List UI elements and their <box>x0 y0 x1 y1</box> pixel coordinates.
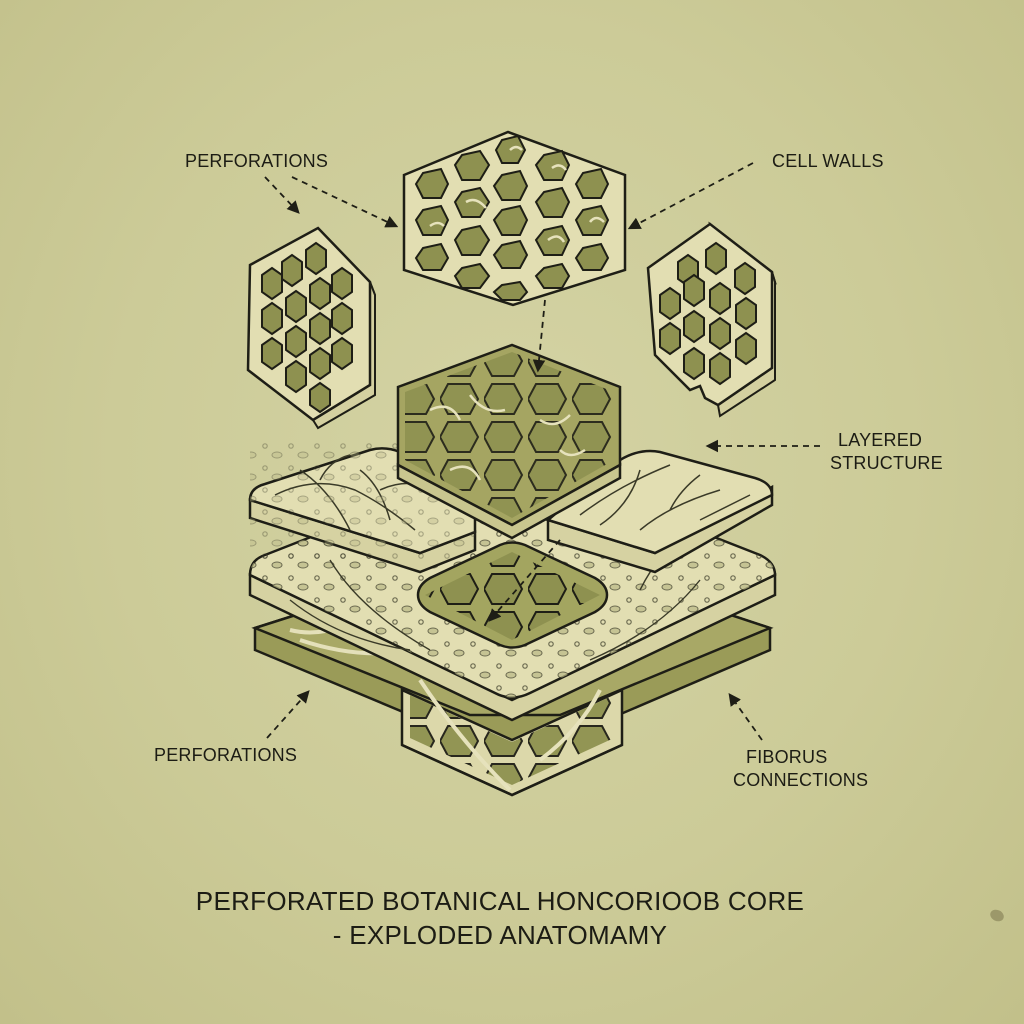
label-layered-structure-line1: LAYERED <box>838 430 923 450</box>
left-hexagonal-plate <box>246 226 376 430</box>
right-hexagonal-plate <box>646 221 777 418</box>
label-fibrous-connections-line2: CONNECTIONS <box>733 770 869 790</box>
center-dark-hexagonal-plate <box>396 343 622 540</box>
diagram-title-line2: - EXPLODED ANATOMAMY <box>332 920 668 950</box>
label-fibrous-connections-line1: FIBORUS <box>746 747 828 767</box>
leader-lines <box>264 162 820 741</box>
label-layered-structure-line2: STRUCTURE <box>830 453 943 473</box>
top-hexagonal-plate <box>402 130 627 307</box>
label-perforations-bottom: PERFORATIONS <box>154 745 298 765</box>
label-perforations-top: PERFORATIONS <box>185 151 329 171</box>
bottom-honeycomb-core <box>400 678 624 797</box>
diagram-title-line1: PERFORATED BOTANICAL HONCORIOOB CORE <box>195 886 805 916</box>
label-cell-walls: CELL WALLS <box>772 151 884 171</box>
